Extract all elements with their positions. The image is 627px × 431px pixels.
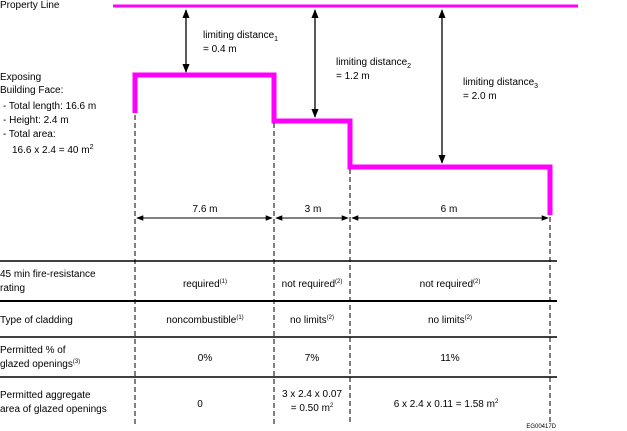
row-fire-resistance-label-2: rating (0, 283, 25, 294)
limiting-distance-1-label: limiting distance1 (203, 30, 278, 43)
property-line-label: Property Line (0, 0, 60, 11)
row-cladding-label: Type of cladding (0, 315, 73, 326)
row-glazed-area-label-1: Permitted aggregate (0, 390, 91, 401)
segment-3-length: 6 m (441, 204, 458, 215)
exposing-face-title-1: Exposing (0, 72, 41, 83)
segment-2-length: 3 m (305, 204, 322, 215)
table-rules (0, 260, 557, 378)
glazed-percent-cell-2: 7% (305, 353, 320, 364)
exposing-building-face (132, 72, 553, 215)
limiting-distance-3-value: = 2.0 m (463, 91, 497, 102)
cladding-cell-3: no limits(2) (428, 315, 472, 326)
cladding-cell-2: no limits(2) (290, 315, 334, 326)
exposing-face-title-2: Building Face: (0, 85, 63, 96)
fire-resistance-cell-1: required(1) (183, 279, 227, 290)
row-glazed-area-label-2: area of glazed openings (0, 404, 107, 415)
limiting-distance-2-label: limiting distance2 (336, 57, 411, 70)
exposing-face-area-calc: 16.6 x 2.4 = 40 m2 (12, 144, 94, 156)
fire-resistance-cell-3: not required(2) (420, 279, 481, 290)
row-glazed-percent-label-2: glazed openings(3) (0, 359, 80, 370)
limiting-distance-2-value: = 1.2 m (336, 71, 370, 82)
exposing-face-height: - Height: 2.4 m (3, 115, 69, 126)
exposing-face-area-label: - Total area: (3, 129, 56, 140)
limiting-distance-1-value: = 0.4 m (203, 44, 237, 55)
fire-resistance-cell-2: not required(2) (282, 279, 343, 290)
glazed-area-cell-1: 0 (197, 399, 203, 410)
glazed-percent-cell-1: 0% (198, 353, 213, 364)
row-fire-resistance-label-1: 45 min fire-resistance (0, 269, 96, 280)
glazed-area-cell-2-line-2: = 0.50 m2 (291, 403, 334, 414)
figure-code: EG00417D (526, 424, 556, 430)
glazed-area-cell-3: 6 x 2.4 x 0.11 = 1.58 m2 (394, 399, 499, 410)
row-glazed-percent-label-1: Permitted % of (0, 345, 66, 356)
cladding-cell-1: noncombustible(1) (166, 315, 243, 326)
glazed-area-cell-2-line-1: 3 x 2.4 x 0.07 (282, 389, 342, 400)
segment-dividers (134, 115, 551, 425)
limiting-distance-3-label: limiting distance3 (463, 77, 538, 90)
exposing-face-length: - Total length: 16.6 m (3, 101, 96, 112)
segment-1-length: 7.6 m (192, 204, 217, 215)
glazed-percent-cell-3: 11% (440, 353, 459, 364)
